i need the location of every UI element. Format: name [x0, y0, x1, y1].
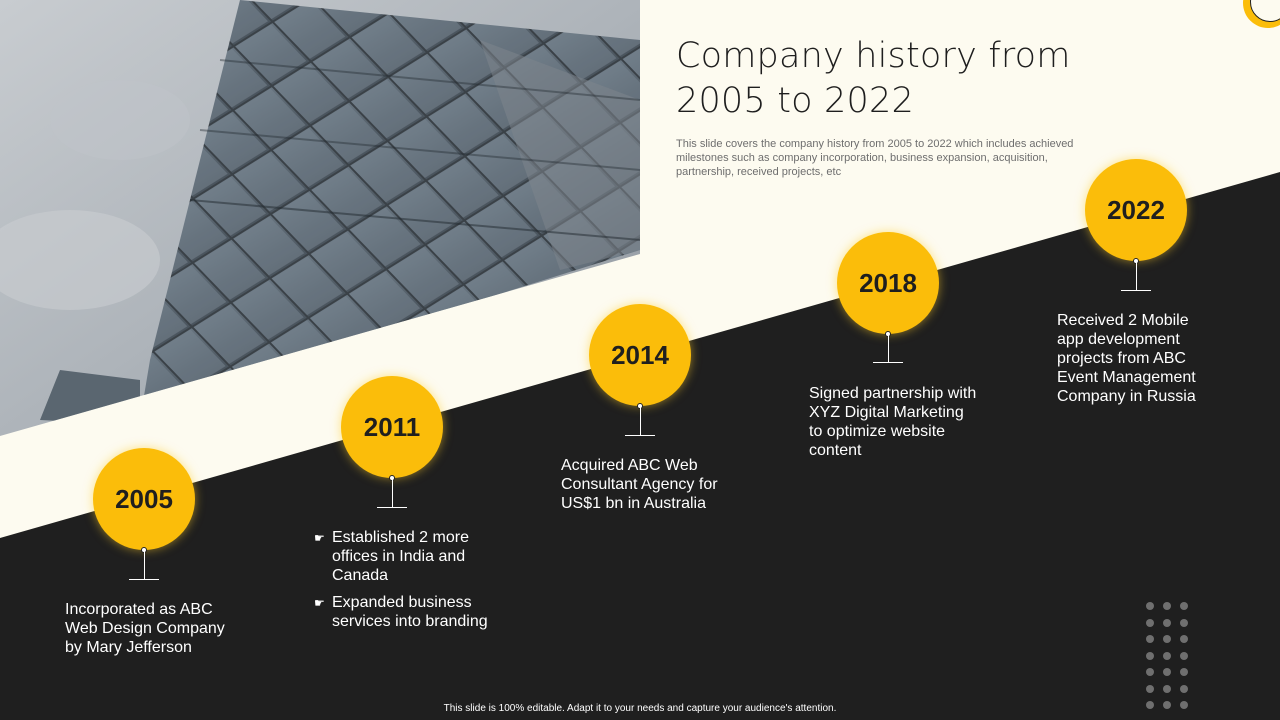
milestone-bullets-2011: ☛Established 2 more offices in India and…	[314, 528, 489, 639]
connector-stem	[144, 551, 145, 579]
connector-base	[873, 362, 903, 363]
milestone-text-2014: Acquired ABC Web Consultant Agency for U…	[561, 457, 718, 512]
connector-stem	[888, 335, 889, 363]
bullet-item: ☛Established 2 more offices in India and…	[314, 529, 469, 584]
connector-stem	[1136, 262, 1137, 290]
page-subtitle: This slide covers the company history fr…	[676, 138, 1074, 178]
connector-stem	[392, 479, 393, 507]
pointing-hand-icon: ☛	[314, 531, 325, 545]
year-badge-2022: 2022	[1085, 159, 1187, 261]
milestone-text-2022: Received 2 Mobile app development projec…	[1057, 312, 1196, 405]
pointing-hand-icon: ☛	[314, 596, 325, 610]
connector-stem	[640, 407, 641, 435]
milestone-text-2005: Incorporated as ABC Web Design Company b…	[65, 601, 225, 656]
connector-base	[1121, 290, 1151, 291]
connector-base	[625, 435, 655, 436]
bullet-item: ☛Expanded business services into brandin…	[314, 594, 488, 630]
year-badge-2005: 2005	[93, 448, 195, 550]
connector-base	[129, 579, 159, 580]
dots-grid-decoration	[1146, 602, 1189, 709]
building-photo	[0, 0, 640, 436]
connector-base	[377, 507, 407, 508]
footer-note: This slide is 100% editable. Adapt it to…	[443, 703, 837, 714]
milestone-text-2018: Signed partnership with XYZ Digital Mark…	[809, 385, 977, 459]
year-badge-2018: 2018	[837, 232, 939, 334]
year-badge-2014: 2014	[589, 304, 691, 406]
page-title: Company history from 2005 to 2022	[676, 36, 1071, 121]
year-badge-2011: 2011	[341, 376, 443, 478]
